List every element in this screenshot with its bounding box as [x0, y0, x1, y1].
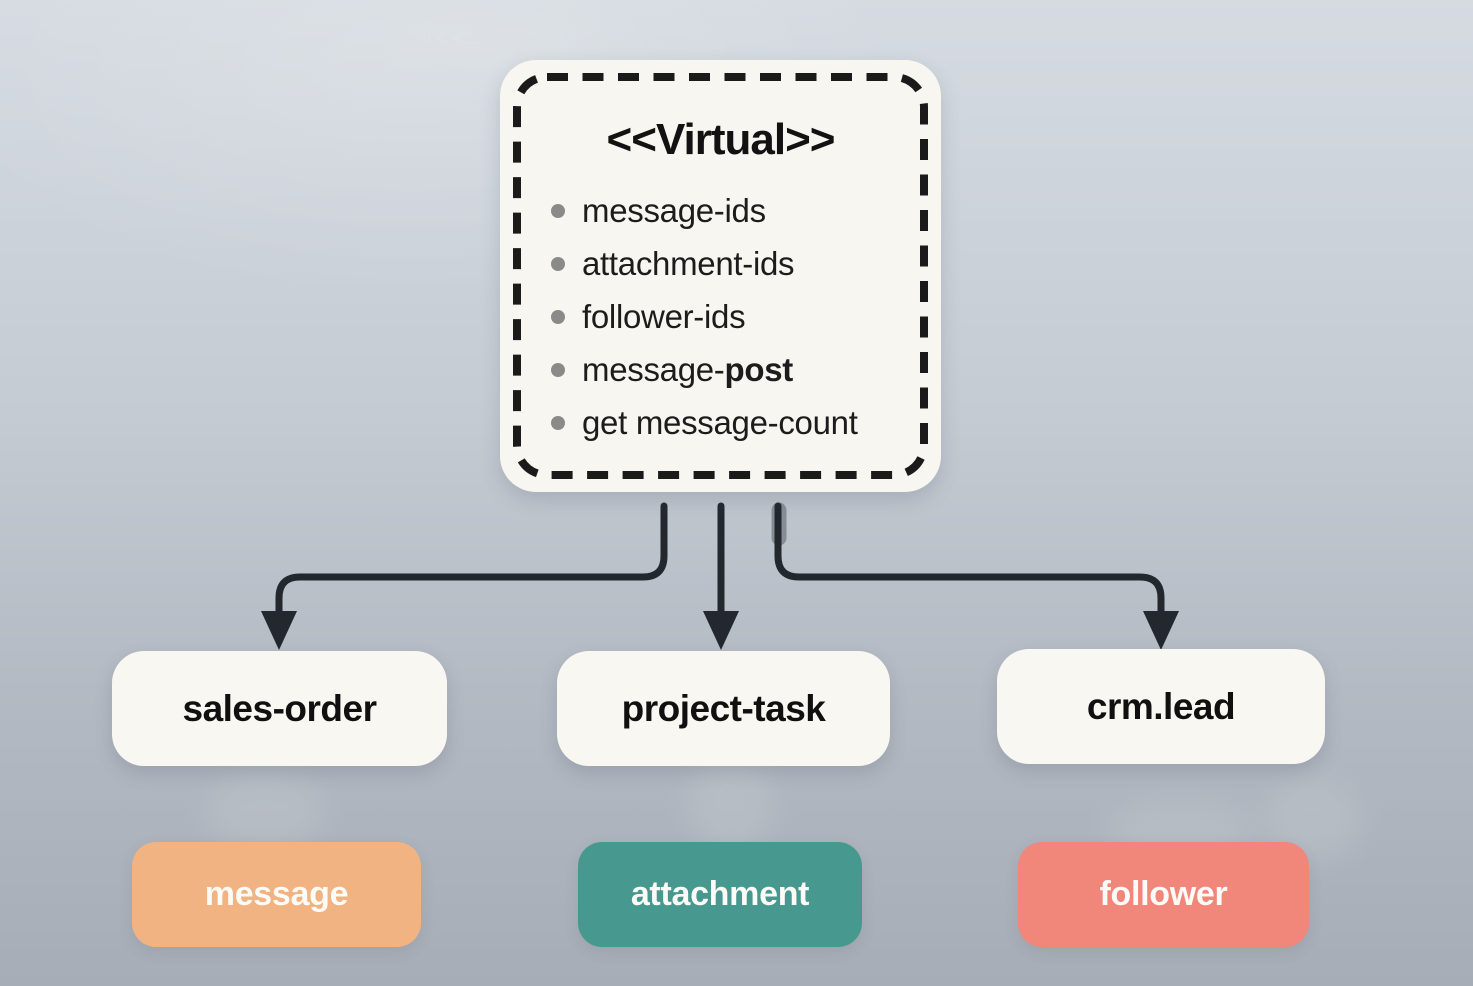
- arrow-line-right: [774, 502, 1165, 618]
- background-artifact: [205, 775, 325, 850]
- bullet-icon: [551, 309, 565, 324]
- arrowhead-left-icon: [261, 611, 297, 650]
- virtual-box-title: <<Virtual>>: [606, 115, 836, 164]
- tag-follower: follower: [1018, 842, 1309, 947]
- bullet-icon: [551, 203, 565, 218]
- attribute-item: follower-ids: [500, 290, 941, 343]
- bullet-icon: [551, 256, 565, 271]
- attribute-item: message-ids: [500, 184, 941, 237]
- attribute-item: attachment-ids: [500, 237, 941, 290]
- model-label: project-task: [621, 687, 826, 729]
- bullet-icon: [551, 362, 565, 377]
- tag-label: attachment: [630, 875, 810, 913]
- model-box-sales-order: sales-order: [112, 651, 447, 766]
- model-label: crm.lead: [1086, 685, 1236, 727]
- attribute-item: message-post: [500, 343, 941, 396]
- attribute-label: get message-count: [582, 403, 858, 441]
- bullet-icon: [551, 415, 565, 430]
- background-artifact: [395, 10, 605, 65]
- attribute-label: message-post: [582, 350, 793, 388]
- attribute-label: follower-ids: [582, 297, 746, 335]
- tag-label: message: [204, 875, 349, 913]
- attribute-item: get message-count: [500, 396, 941, 449]
- arrowhead-middle-icon: [703, 611, 739, 650]
- attribute-label: message-ids: [582, 191, 766, 229]
- attribute-label: attachment-ids: [582, 244, 795, 282]
- background-artifact: [688, 755, 773, 855]
- arrowhead-right-icon: [1143, 611, 1179, 650]
- virtual-attribute-list: message-ids attachment-ids follower-ids …: [500, 184, 941, 449]
- tag-label: follower: [1099, 875, 1228, 913]
- model-label: sales-order: [182, 687, 378, 729]
- arrow-line-left: [275, 502, 668, 618]
- virtual-class-box: <<Virtual>> message-ids attachment-ids f…: [500, 60, 941, 492]
- model-box-crm-lead: crm.lead: [997, 649, 1325, 764]
- model-box-project-task: project-task: [557, 651, 890, 766]
- tag-message: message: [132, 842, 421, 947]
- tag-attachment: attachment: [578, 842, 862, 947]
